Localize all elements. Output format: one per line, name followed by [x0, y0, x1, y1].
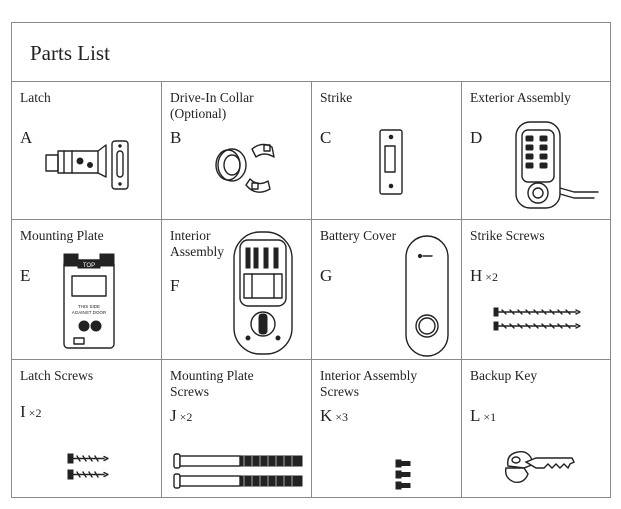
part-letter: D — [470, 128, 483, 147]
part-letter: K×3 — [320, 406, 349, 425]
part-name: Interior Assembly — [170, 228, 224, 259]
part-letter: B — [170, 128, 182, 147]
part-letter: J×2 — [170, 406, 193, 425]
page-title: Parts List — [30, 41, 110, 65]
exterior-assembly-icon — [515, 121, 599, 209]
part-name: Mounting Plate — [20, 228, 104, 243]
part-cell-h: Strike Screws H×2 — [462, 220, 610, 360]
part-name: Strike Screws — [470, 228, 545, 243]
latch-icon — [45, 140, 129, 190]
title-row: Parts List — [12, 23, 610, 82]
part-letter: A — [20, 128, 33, 147]
part-letter: F — [170, 276, 180, 295]
drive-in-collar-icon — [215, 143, 275, 193]
interior-assembly-icon — [233, 231, 293, 355]
part-cell-a: Latch A — [12, 82, 162, 220]
part-letter: L×1 — [470, 406, 497, 425]
part-letter: I×2 — [20, 402, 42, 421]
part-letter: G — [320, 266, 333, 285]
part-name: Latch Screws — [20, 368, 94, 383]
part-cell-l: Backup Key L×1 — [462, 360, 610, 497]
part-name: Strike — [320, 90, 353, 105]
part-name: Exterior Assembly — [470, 90, 571, 105]
part-cell-c: Strike C — [312, 82, 462, 220]
part-name: Drive-In Collar (Optional) — [170, 90, 254, 121]
part-cell-b: Drive-In Collar (Optional) B — [162, 82, 312, 220]
part-name: Battery Cover — [320, 228, 397, 243]
plate-top-label: TOP — [83, 263, 95, 269]
part-letter: C — [320, 128, 332, 147]
strike-screws-icon — [493, 307, 581, 331]
mounting-plate-screws-icon — [173, 453, 303, 489]
battery-cover-icon — [405, 235, 449, 357]
part-name: Backup Key — [470, 368, 538, 383]
part-letter: H×2 — [470, 266, 499, 285]
part-cell-i: Latch Screws I×2 — [12, 360, 162, 497]
interior-assembly-screws-icon — [395, 459, 411, 490]
strike-icon — [379, 129, 403, 195]
part-cell-k: Interior Assembly Screws K×3 — [312, 360, 462, 497]
latch-screws-icon — [67, 453, 109, 480]
part-name: Mounting Plate Screws — [170, 368, 254, 399]
part-cell-g: Battery Cover G — [312, 220, 462, 360]
parts-list-table: Parts List Latch A Drive-In Collar (Opti… — [11, 22, 611, 498]
part-cell-f: Interior Assembly F — [162, 220, 312, 360]
part-cell-j: Mounting Plate Screws J×2 — [162, 360, 312, 497]
part-name: Latch — [20, 90, 51, 105]
part-letter: E — [20, 266, 31, 285]
backup-key-icon — [504, 450, 575, 484]
part-name: Interior Assembly Screws — [320, 368, 418, 399]
part-cell-d: Exterior Assembly D — [462, 82, 610, 220]
